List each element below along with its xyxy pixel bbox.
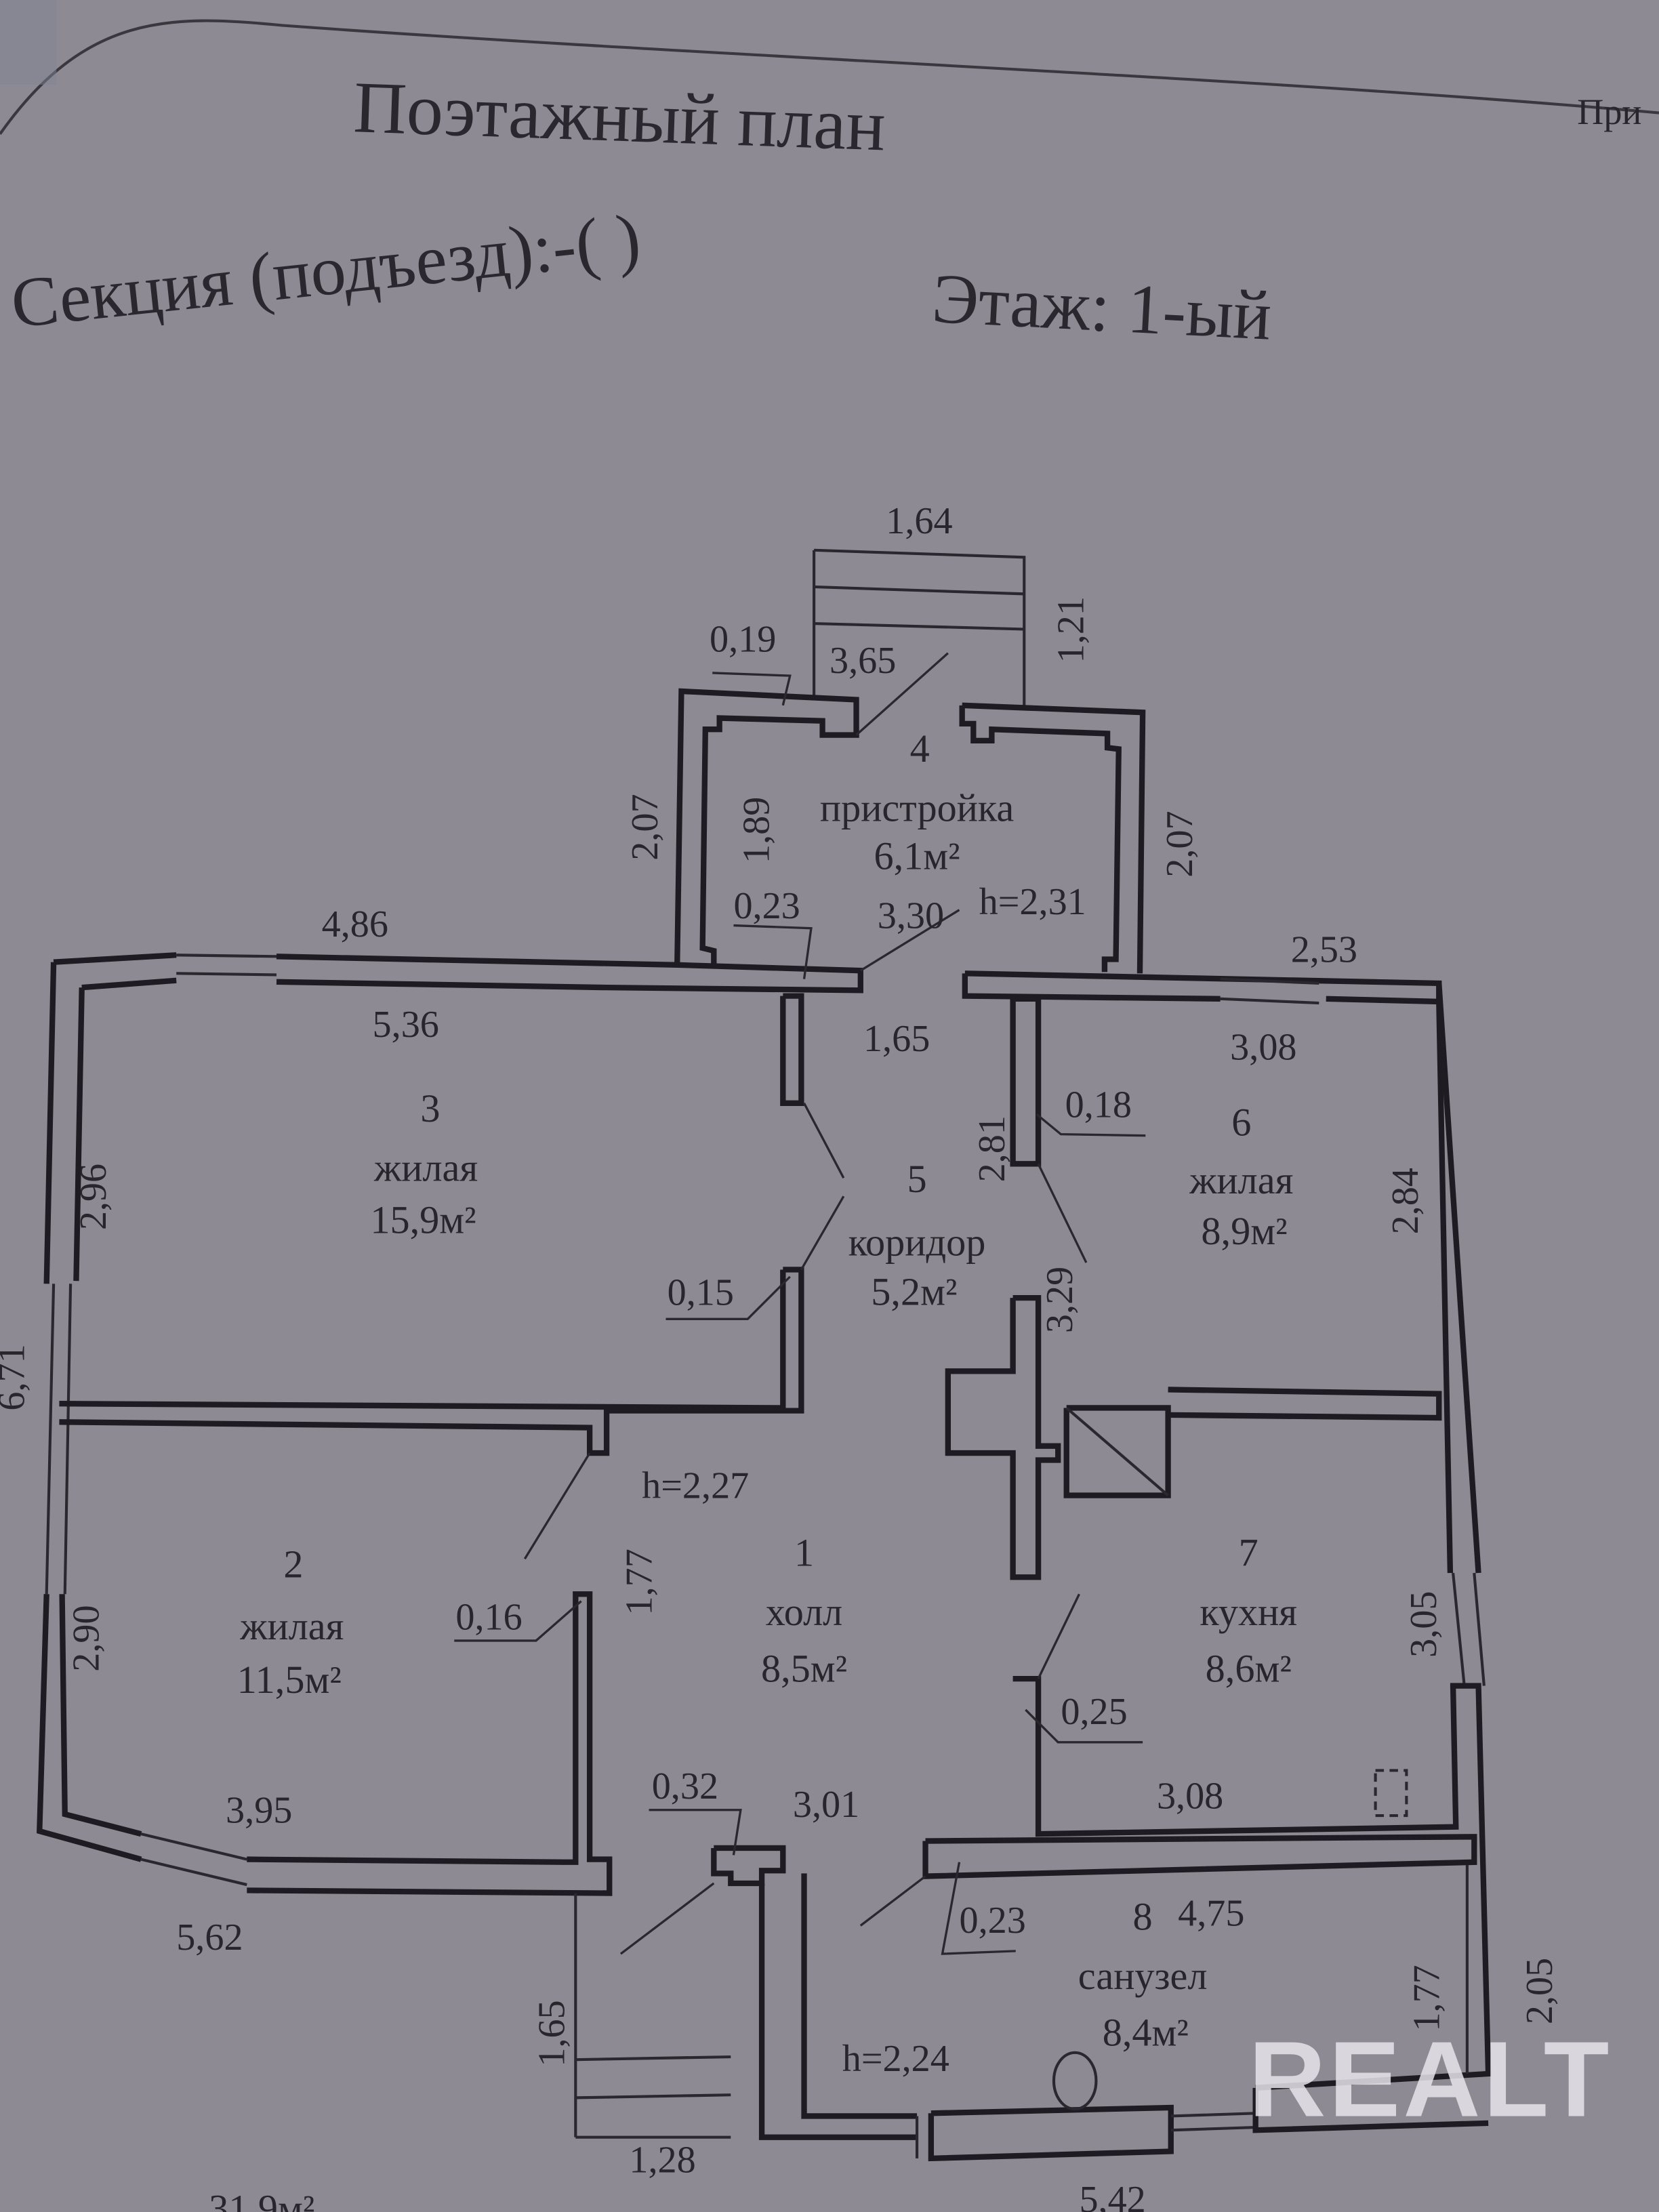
dim-room2-left: 2,90 <box>66 1605 108 1671</box>
svg-text:1: 1 <box>794 1531 814 1575</box>
floor-label: Этаж: 1-ый <box>930 259 1273 355</box>
dim-total-left: 6,71 <box>0 1344 33 1410</box>
svg-text:15,9м²: 15,9м² <box>370 1197 476 1242</box>
annex-height: h=2,31 <box>979 881 1086 923</box>
svg-text:8,4м²: 8,4м² <box>1103 2010 1189 2054</box>
dim-room2-outer-bottom: 5,62 <box>176 1917 243 1959</box>
dim-annex-inner-diag: 3,30 <box>878 895 944 937</box>
dim-bottom-outer: 5,42 <box>1079 2179 1145 2212</box>
dim-room6-right: 2,84 <box>1385 1168 1427 1234</box>
svg-text:8,9м²: 8,9м² <box>1201 1209 1287 1253</box>
dim-hall-wall: 1,77 <box>619 1549 661 1615</box>
room3-walls <box>43 952 863 1595</box>
room-7-label: 7 кухня 8,6м² <box>1200 1531 1297 1691</box>
room-4-label: 4 пристройка 6,1м² <box>820 726 1014 878</box>
dim-entry-width: 1,28 <box>629 2139 695 2182</box>
background-corner <box>0 0 57 85</box>
svg-text:жилая: жилая <box>373 1145 478 1189</box>
svg-text:5: 5 <box>907 1157 926 1201</box>
svg-text:11,5м²: 11,5м² <box>237 1658 342 1702</box>
dim-annex-left-inner: 1,89 <box>735 797 777 863</box>
svg-text:7: 7 <box>1239 1531 1258 1575</box>
svg-text:жилая: жилая <box>1189 1158 1293 1202</box>
dim-room2-partition: 0,16 <box>455 1596 522 1638</box>
realt-watermark-logo: REALT <box>1248 2019 1612 2139</box>
dim-entry-wall: 0,32 <box>652 1765 718 1807</box>
annex-walls <box>674 688 1146 974</box>
hall-height: h=2,27 <box>642 1465 749 1507</box>
paper-edge <box>0 19 1659 135</box>
dim-annex-left-outer: 2,07 <box>624 794 666 860</box>
svg-text:санузел: санузел <box>1078 1954 1208 1998</box>
svg-text:кухня: кухня <box>1200 1590 1297 1634</box>
dim-room2-inner-bottom: 3,95 <box>226 1789 292 1831</box>
dim-porch-depth: 1,21 <box>1050 596 1092 663</box>
dim-kitchen-right: 3,05 <box>1403 1591 1445 1658</box>
dim-porch-width: 1,64 <box>886 500 952 542</box>
door-swings <box>454 652 1146 1955</box>
dim-annex-wall: 0,19 <box>710 619 776 661</box>
dim-corridor-width: 1,65 <box>863 1018 930 1060</box>
svg-text:4: 4 <box>910 726 930 771</box>
svg-text:8,5м²: 8,5м² <box>761 1646 847 1690</box>
dim-room3-partition: 0,15 <box>668 1272 734 1314</box>
dim-annex-outer-diag: 3,65 <box>830 640 896 682</box>
dim-bath-right-inner: 1,77 <box>1406 1965 1448 2031</box>
svg-text:6: 6 <box>1231 1101 1251 1145</box>
svg-text:3: 3 <box>420 1086 440 1130</box>
dim-hall-diag: 3,01 <box>793 1784 859 1826</box>
room-1-label: 1 холл 8,5м² <box>761 1531 847 1691</box>
room-8-label: 8 санузел 8,4м² <box>1078 1895 1208 2055</box>
stove-icon <box>1374 1769 1408 1818</box>
dim-corridor-diag: 3,29 <box>1039 1267 1081 1333</box>
bathroom-height: h=2,24 <box>842 2038 949 2080</box>
dim-room3-inner-top: 5,36 <box>373 1004 439 1046</box>
dim-bath-diag: 4,75 <box>1178 1892 1244 1934</box>
dim-room3-left: 2,96 <box>73 1164 115 1230</box>
svg-text:6,1м²: 6,1м² <box>874 834 960 878</box>
dim-room6-partition: 0,18 <box>1065 1084 1132 1126</box>
dim-kitchen-partition: 0,25 <box>1061 1691 1127 1733</box>
room-3-label: 3 жилая 15,9м² <box>370 1086 478 1242</box>
toilet-icon <box>1052 2051 1098 2111</box>
dim-bath-wall: 0,23 <box>960 1900 1026 1942</box>
svg-text:2: 2 <box>283 1542 303 1586</box>
svg-text:жилая: жилая <box>239 1604 344 1648</box>
page-title: Поэтажный план <box>352 67 887 166</box>
svg-text:8: 8 <box>1133 1895 1153 1939</box>
porch-steps <box>813 548 1026 705</box>
room-2-label: 2 жилая 11,5м² <box>237 1542 344 1702</box>
dim-annex-right-outer: 2,07 <box>1159 811 1201 877</box>
room-5-label: 5 коридор 5,2м² <box>848 1157 986 1314</box>
dim-room6-inner-top: 3,08 <box>1230 1026 1296 1068</box>
dim-room3-outer-top: 4,86 <box>322 903 388 945</box>
dim-bath-right-outer: 2,05 <box>1519 1958 1561 2024</box>
svg-text:5,2м²: 5,2м² <box>871 1270 957 1314</box>
corner-text: При <box>1577 91 1641 132</box>
svg-text:холл: холл <box>766 1590 842 1634</box>
dim-entry-depth: 1,65 <box>531 2000 573 2066</box>
section-label: Секция (подъезд):-( ) <box>7 199 644 343</box>
svg-text:пристройка: пристройка <box>820 786 1014 830</box>
dim-room6-outer-top: 2,53 <box>1291 929 1357 971</box>
room-6-label: 6 жилая 8,9м² <box>1189 1101 1293 1253</box>
dim-room6-left: 2,81 <box>971 1115 1013 1182</box>
svg-text:8,6м²: 8,6м² <box>1206 1646 1292 1690</box>
total-area: 31,9м² <box>209 2187 314 2212</box>
center-walls <box>711 970 1492 2162</box>
svg-text:коридор: коридор <box>848 1221 986 1265</box>
room2-walls <box>37 1591 613 1896</box>
entry-vestibule <box>574 1893 731 2139</box>
dim-annex-inner-wall: 0,23 <box>733 885 800 927</box>
dim-kitchen-inner-bottom: 3,08 <box>1157 1776 1223 1818</box>
